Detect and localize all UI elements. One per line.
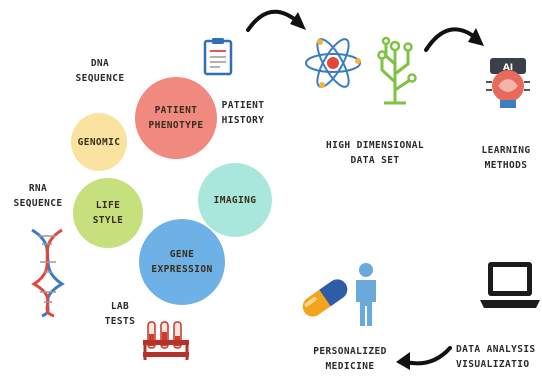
personalized-medicine-label: PERSONALIZED MEDICINE — [313, 346, 387, 372]
test-tubes-icon — [143, 321, 189, 360]
circle-label: IMAGING — [213, 194, 257, 206]
circle-imaging: IMAGING — [198, 163, 272, 237]
arrow-left-icon — [396, 346, 452, 370]
brain-chip-icon: AI — [486, 58, 530, 108]
circle-genomic: GENOMIC — [71, 113, 127, 171]
atom-icon — [305, 38, 361, 88]
circle-label: GENOMIC — [77, 136, 121, 148]
circle-label: PATIENT PHENOTYPE — [148, 105, 204, 131]
arrow-right-icon — [424, 27, 484, 52]
circle-patient-phenotype: PATIENT PHENOTYPE — [135, 77, 217, 159]
circle-gene-expression: GENE EXPRESSION — [139, 219, 225, 305]
laptop-icon — [480, 262, 540, 308]
circle-label: GENE EXPRESSION — [151, 249, 213, 275]
high-dimensional-data-set-label: HIGH DIMENSIONAL DATA SET — [326, 140, 424, 166]
pill-capsule-icon — [302, 279, 348, 317]
rna-sequence-label: RNA SEQUENCE — [13, 183, 63, 209]
arrow-right-icon — [246, 9, 306, 32]
learning-methods-label: LEARNING METHODS — [481, 145, 531, 171]
dna-sequence-label: DNA SEQUENCE — [75, 58, 125, 84]
circle-lifestyle: LIFE STYLE — [73, 178, 143, 248]
person-icon — [356, 263, 376, 326]
data-analysis-visualization-label: DATA ANALYSIS VISUALIZATIO — [456, 344, 536, 370]
circuit-tree-icon — [377, 36, 417, 105]
patient-history-label: PATIENT HISTORY — [221, 100, 265, 126]
dna-helix-icon — [31, 228, 65, 318]
svg-text:AI: AI — [503, 63, 513, 73]
lab-tests-label: LAB TESTS — [104, 301, 136, 327]
circle-label: LIFE STYLE — [92, 200, 124, 226]
clipboard-icon — [203, 38, 233, 76]
